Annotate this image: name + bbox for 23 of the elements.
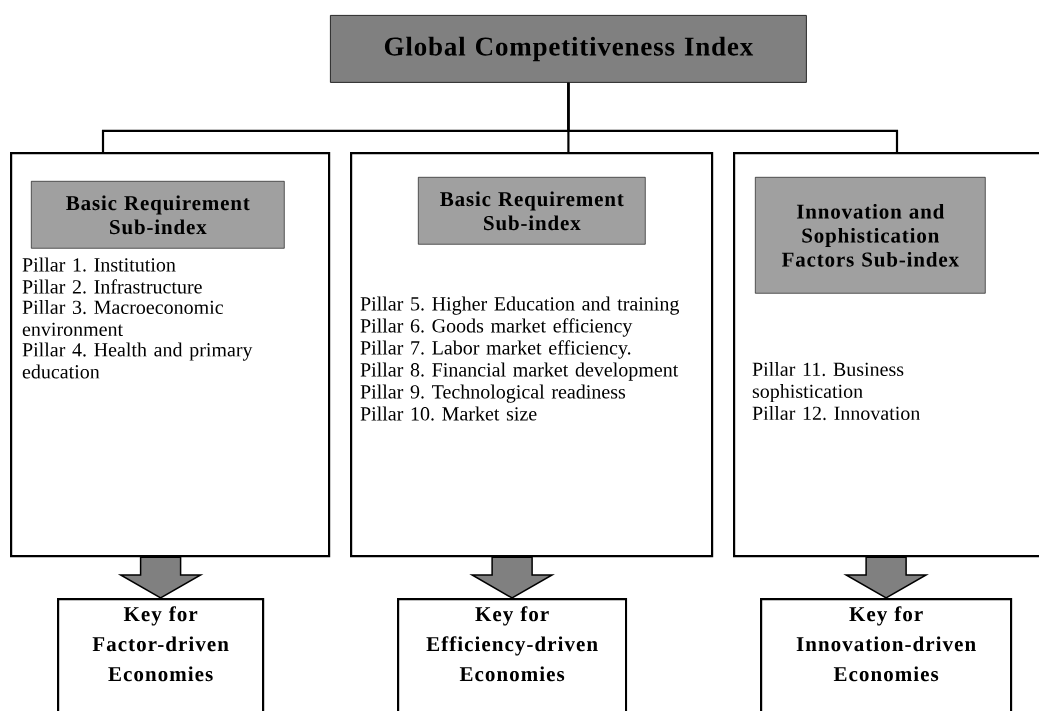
list-item: Pillar 4. Health and primary education xyxy=(22,342,253,379)
block-arrow xyxy=(469,556,555,599)
block-arrow xyxy=(843,556,929,599)
list-item: Pillar 6. Goods market efficiency xyxy=(360,318,633,337)
result-box: Key for Factor-driven Economies xyxy=(57,598,265,711)
list-item: Pillar 11. Business sophistication xyxy=(752,362,904,403)
list-item: Pillar 5. Higher Education and training xyxy=(360,296,679,315)
result-box: Key for Innovation-driven Economies xyxy=(760,598,1013,711)
title-box: Global Competitiveness Index xyxy=(330,15,807,83)
list-item: Pillar 3. Macroeconomic environment xyxy=(22,300,223,337)
list-item: Pillar 1. Institution xyxy=(22,257,176,272)
list-item: Pillar 2. Infrastructure xyxy=(22,279,202,294)
heading-box: Basic Requirement Sub-index xyxy=(31,181,285,249)
connector-line xyxy=(567,82,899,152)
heading-box: Basic Requirement Sub-index xyxy=(418,177,646,245)
list-item: Pillar 8. Financial market development xyxy=(360,362,679,381)
list-item: Pillar 12. Innovation xyxy=(752,406,920,421)
result-box: Key for Efficiency-driven Economies xyxy=(397,598,628,711)
list-item: Pillar 9. Technological readiness xyxy=(360,384,626,403)
list-item: Pillar 10. Market size xyxy=(360,406,537,421)
list-item: Pillar 7. Labor market efficiency. xyxy=(360,340,631,359)
heading-box: Innovation and Sophistication Factors Sub-index xyxy=(755,177,986,294)
block-arrow xyxy=(117,556,204,599)
